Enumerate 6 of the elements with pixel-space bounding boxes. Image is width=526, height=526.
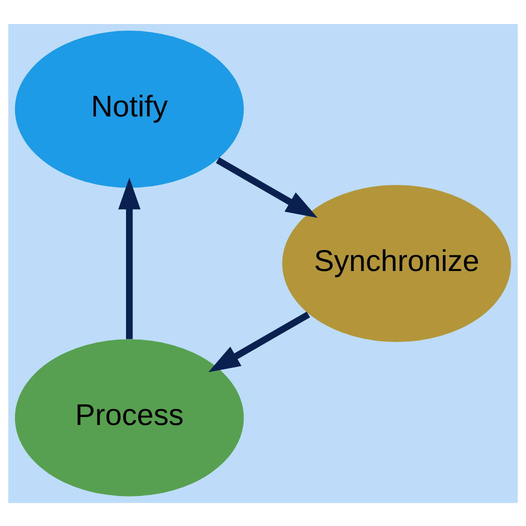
arrow	[216, 156, 318, 218]
node-ellipse: Process	[14, 338, 244, 496]
arrow	[208, 311, 310, 372]
node-ellipse: Synchronize	[282, 184, 512, 342]
arrow	[118, 177, 140, 339]
node-ellipse: Notify	[14, 30, 244, 188]
